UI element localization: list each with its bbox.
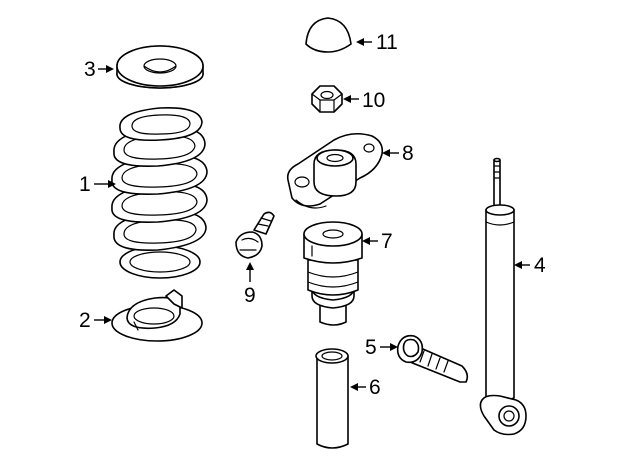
callout-6: 6 <box>350 376 381 399</box>
lower-spring-seat <box>111 289 203 342</box>
dust-boot <box>315 348 349 449</box>
callout-4: 4 <box>514 254 546 277</box>
callout-7: 7 <box>362 230 393 253</box>
shock-lower-bolt <box>396 334 469 383</box>
hex-nut <box>311 85 343 113</box>
callout-label-9: 9 <box>244 284 256 307</box>
callout-label-10: 10 <box>362 89 385 112</box>
callout-10: 10 <box>343 89 385 112</box>
callout-8: 8 <box>382 142 414 165</box>
callout-2: 2 <box>79 309 112 332</box>
upper-mount <box>286 132 384 209</box>
callout-11: 11 <box>356 31 398 54</box>
callout-label-2: 2 <box>79 309 91 332</box>
shock-absorber <box>479 157 527 436</box>
callout-label-5: 5 <box>365 336 377 359</box>
callout-9: 9 <box>244 262 256 307</box>
callout-label-11: 11 <box>376 31 398 54</box>
callout-1: 1 <box>79 173 116 196</box>
callout-label-6: 6 <box>369 376 381 399</box>
dust-cap <box>305 17 352 53</box>
coil-spring <box>111 106 208 279</box>
callout-3: 3 <box>84 58 114 81</box>
callout-label-7: 7 <box>381 230 393 253</box>
callout-label-4: 4 <box>534 254 546 277</box>
callout-label-3: 3 <box>84 58 96 81</box>
callout-label-8: 8 <box>402 142 414 165</box>
bump-stop <box>303 221 363 326</box>
callout-5: 5 <box>365 336 398 359</box>
upper-spring-seat <box>116 45 204 89</box>
callout-label-1: 1 <box>79 173 91 196</box>
mount-bolt <box>235 211 275 259</box>
